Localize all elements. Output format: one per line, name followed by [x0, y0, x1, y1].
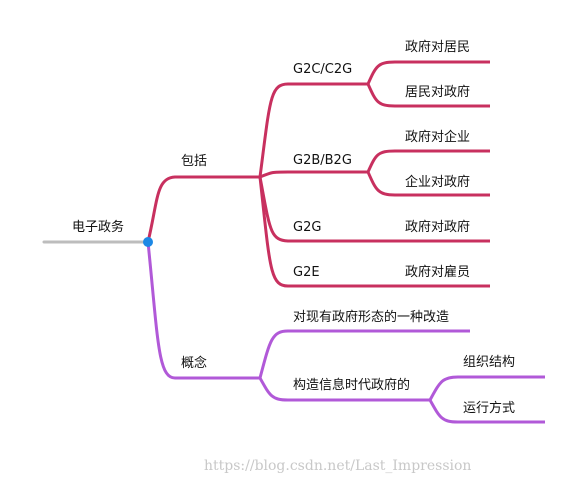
g2c-label: G2C/C2G [293, 62, 353, 77]
g2c-connector [258, 82, 368, 178]
g2b-leaf1-connector [366, 149, 490, 173]
g2g-leaf-1: 政府对政府 [405, 220, 471, 235]
concept-branch-line [146, 240, 262, 380]
concept-leaf-1: 组织结构 [463, 355, 516, 370]
include-branch-line [146, 175, 262, 244]
root-label: 电子政务 [72, 220, 125, 235]
concept-leaf-2: 运行方式 [463, 401, 516, 416]
g2g-label: G2G [293, 220, 322, 235]
watermark-url: https://blog.csdn.net/Last_Impression [204, 458, 472, 474]
g2b-leaf-2: 企业对政府 [405, 175, 471, 190]
branch-concept-label: 概念 [181, 356, 208, 371]
root-node-dot [143, 237, 153, 247]
g2c-leaf-2: 居民对政府 [405, 85, 471, 100]
branch-include-label: 包括 [181, 154, 208, 169]
concept-leaf1-connector [428, 375, 545, 401]
concept-child1-connector [258, 329, 470, 379]
g2c-leaf2-connector [366, 83, 490, 108]
g2c-leaf1-connector [366, 60, 490, 85]
g2b-label: G2B/B2G [293, 153, 352, 168]
concept-leaf2-connector [428, 399, 545, 424]
g2b-leaf2-connector [366, 171, 490, 197]
g2c-leaf-1: 政府对居民 [405, 40, 471, 55]
g2e-leaf-1: 政府对雇员 [405, 265, 471, 280]
concept-child-1-label: 对现有政府形态的一种改造 [293, 310, 450, 325]
g2b-leaf-1: 政府对企业 [405, 130, 471, 145]
g2e-label: G2E [293, 265, 320, 280]
g2e-connector [258, 176, 490, 288]
g2b-connector [259, 170, 368, 179]
concept-child-2-label: 构造信息时代政府的 [293, 378, 411, 393]
concept-child2-connector [258, 377, 430, 402]
